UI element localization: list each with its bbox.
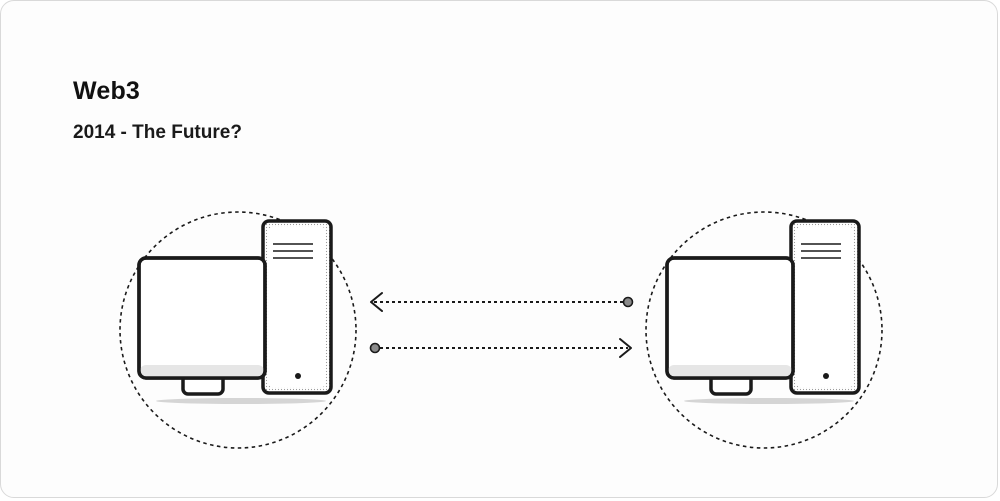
arrow-origin-dot [369, 342, 381, 354]
desktop-computer-icon [665, 219, 861, 406]
arrow-origin-dot [622, 296, 634, 308]
arrowhead-left-icon [370, 292, 383, 312]
arrowhead-right-icon [619, 338, 632, 358]
computer-right [645, 211, 883, 449]
node-boundary-circle [119, 211, 357, 449]
arrow-right-to-left [370, 292, 634, 312]
diagram-title: Web3 [73, 77, 141, 105]
diagram-subtitle: 2014 - The Future? [73, 122, 242, 143]
computer-left [119, 211, 357, 449]
desktop-computer-icon [137, 219, 333, 406]
arrow-left-to-right [369, 338, 632, 358]
node-boundary-circle [645, 211, 883, 449]
